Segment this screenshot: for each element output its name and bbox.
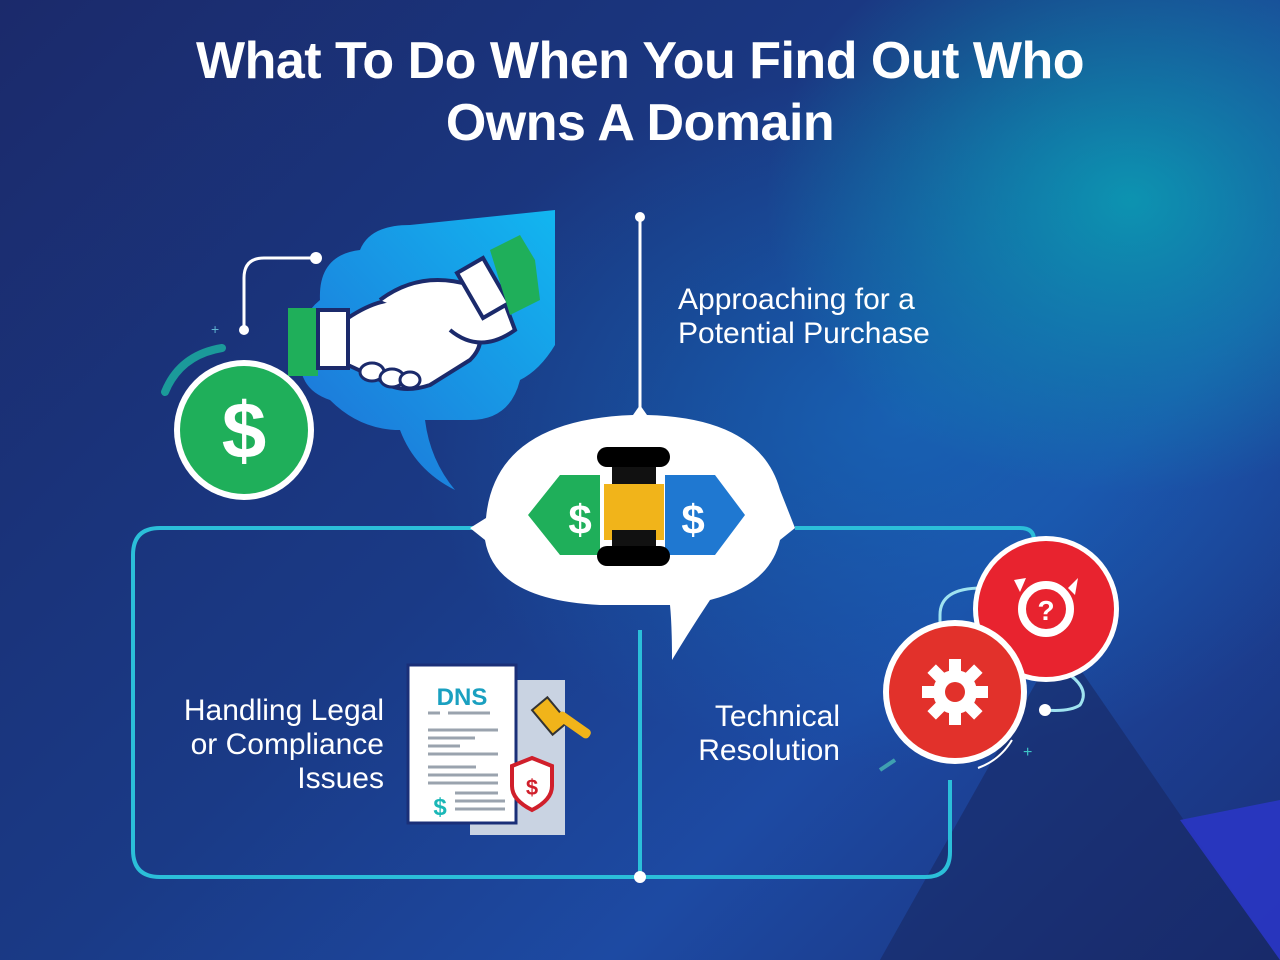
shield-icon: $ <box>510 755 554 813</box>
step-label-line: Resolution <box>698 734 840 767</box>
coin-icon: $ + <box>161 321 314 500</box>
dns-document-icon <box>406 663 518 825</box>
svg-text:$: $ <box>526 775 538 800</box>
svg-text:$: $ <box>681 496 704 543</box>
svg-text:?: ? <box>1037 595 1054 626</box>
handshake-icon <box>288 235 540 391</box>
step-label-legal: Handling Legal or Compliance Issues <box>130 694 384 796</box>
gavel-icon <box>530 695 591 739</box>
step-label-line: or Compliance <box>190 728 384 761</box>
gavel-negotiation-icon: $ $ <box>528 447 745 566</box>
title-line-2: Owns A Domain <box>445 94 835 152</box>
step-label-line: Technical <box>714 700 840 733</box>
step-label-line: Handling Legal <box>183 694 384 727</box>
svg-text:$: $ <box>222 386 267 475</box>
title-line-1: What To Do When You Find Out Who <box>195 32 1085 90</box>
svg-text:$: $ <box>433 794 447 821</box>
step-label-line: Potential Purchase <box>678 317 930 350</box>
step-label-line: Approaching for a <box>678 283 915 316</box>
svg-text:+: + <box>1023 744 1032 761</box>
step-label-technical: Technical Resolution <box>640 700 840 768</box>
svg-text:DNS: DNS <box>437 684 488 711</box>
svg-text:$: $ <box>568 496 591 543</box>
gear-icon <box>883 620 1027 764</box>
step-label-line: Issues <box>297 762 384 795</box>
page-title: What To Do When You Find Out Who Owns A … <box>0 30 1280 154</box>
svg-text:+: + <box>211 321 219 337</box>
step-label-purchase: Approaching for a Potential Purchase <box>678 283 930 351</box>
